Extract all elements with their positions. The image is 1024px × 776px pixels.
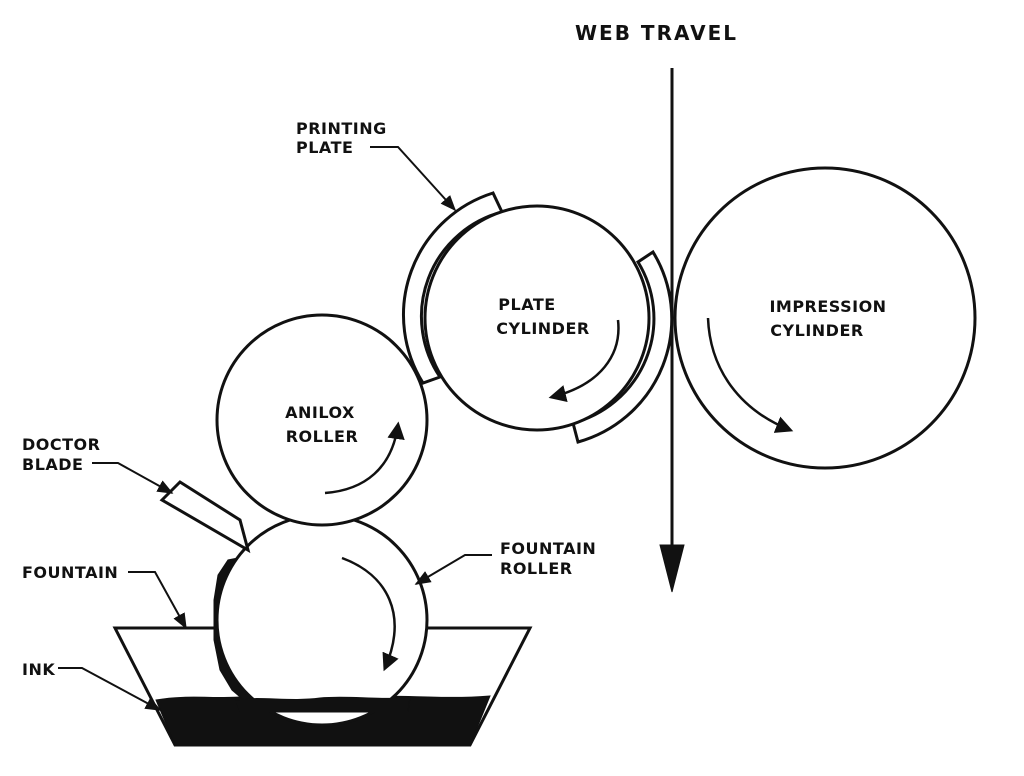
fountain-label: FOUNTAIN: [22, 563, 118, 582]
printing-plate-top: [402, 191, 505, 385]
anilox-roller-rotation-arrow: [324, 421, 405, 495]
impression-cylinder: [673, 166, 977, 470]
plate-cylinder: [423, 204, 651, 432]
ink-label: INK: [22, 660, 55, 679]
fountain-roller-rotation-arrow: [341, 556, 399, 672]
doctor-blade: [159, 480, 251, 554]
fountain-leader: [128, 571, 187, 630]
anilox-roller-label-line2: ROLLER: [286, 427, 359, 446]
ink-leader: [58, 667, 162, 711]
fountain-roller-label-line2: ROLLER: [500, 559, 573, 578]
plate-cylinder-rotation-arrow: [548, 319, 620, 403]
printing-plate-label: PRINTING: [296, 119, 387, 138]
impression-cylinder-rotation-arrow: [706, 317, 794, 433]
fountain-roller-label: FOUNTAIN: [500, 539, 596, 558]
impression-cylinder-label: IMPRESSION: [769, 297, 886, 316]
printing-plate-leader: [370, 146, 457, 212]
printing-plate-label-line2: PLATE: [296, 138, 353, 157]
web-travel-arrowhead: [659, 544, 685, 593]
ink-pool-front: [235, 696, 411, 713]
doctor-blade-label: DOCTOR: [22, 435, 100, 454]
doctor-blade-leader: [92, 462, 174, 494]
plate-cylinder-label-line2: CYLINDER: [496, 319, 589, 338]
doctor-blade-label-line2: BLADE: [22, 455, 83, 474]
anilox-roller-label: ANILOX: [285, 403, 355, 422]
web-travel-label: WEB TRAVEL: [575, 21, 738, 45]
fountain-roller-leader: [414, 554, 492, 585]
plate-cylinder-label: PLATE: [498, 295, 555, 314]
impression-cylinder-label-line2: CYLINDER: [770, 321, 863, 340]
